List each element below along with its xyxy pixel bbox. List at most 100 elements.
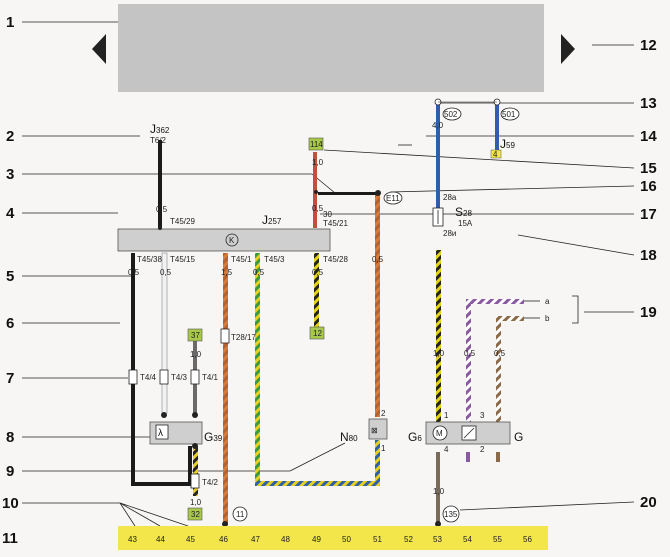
wire-e11-n80 (375, 195, 380, 417)
ref-e11 (383, 191, 403, 205)
svg-text:15A: 15A (458, 219, 473, 228)
svg-text:T4/4: T4/4 (140, 373, 157, 382)
svg-text:56: 56 (523, 535, 532, 544)
svg-text:49: 49 (312, 535, 321, 544)
wire-a-down (466, 299, 471, 424)
control-unit-icon (225, 233, 239, 247)
callout-18: 18 (640, 247, 657, 264)
svg-text:54: 54 (463, 535, 472, 544)
callout-12: 12 (640, 37, 657, 54)
svg-text:47: 47 (251, 535, 260, 544)
svg-text:501: 501 (502, 110, 516, 119)
svg-text:T28/17: T28/17 (231, 333, 256, 342)
lambda-icon (155, 424, 169, 440)
svg-text:T45/1: T45/1 (231, 255, 252, 264)
svg-text:T45/21: T45/21 (323, 219, 348, 228)
wire-g6-ground (436, 452, 440, 527)
svg-text:0,5: 0,5 (312, 204, 324, 213)
callout-14: 14 (640, 128, 657, 145)
connector-blocks (128, 328, 230, 489)
svg-text:1,0: 1,0 (190, 498, 202, 507)
label-n80: N80 (340, 430, 358, 444)
wire-t45-28 (314, 253, 319, 327)
wire-n80-return (255, 481, 380, 486)
wire-e11-link (318, 192, 378, 195)
svg-text:0,5: 0,5 (464, 349, 476, 358)
wire-g-a (466, 452, 470, 462)
svg-text:2: 2 (480, 445, 485, 454)
svg-text:28и: 28и (443, 229, 456, 238)
svg-text:T45/29: T45/29 (170, 217, 195, 226)
svg-text:50: 50 (342, 535, 351, 544)
callout-7: 7 (6, 370, 14, 387)
right-arrow-icon (561, 34, 575, 64)
callout-5: 5 (6, 268, 14, 285)
svg-text:45: 45 (186, 535, 195, 544)
callout-10: 10 (2, 495, 19, 512)
svg-text:T4/1: T4/1 (202, 373, 219, 382)
ref-32 (187, 507, 203, 521)
callout-11: 11 (2, 530, 18, 547)
wire-g39-ground (131, 482, 193, 486)
wire-t45-3 (255, 253, 260, 485)
label-g: G (514, 430, 523, 444)
svg-text:E11: E11 (386, 194, 400, 203)
ref-502 (442, 107, 462, 121)
svg-text:b: b (545, 314, 550, 323)
ref-135 (442, 505, 460, 523)
svg-text:114: 114 (310, 140, 323, 149)
ref-37 (187, 328, 203, 342)
ref-501 (500, 107, 520, 121)
svg-text:T4/2: T4/2 (202, 478, 219, 487)
bus-numbers: 43 44 45 46 47 48 49 50 51 52 53 54 55 5… (128, 535, 532, 544)
svg-text:0,5: 0,5 (128, 268, 140, 277)
callout-1: 1 (6, 14, 14, 31)
fuse-relay-panel (118, 4, 544, 92)
callout-16: 16 (640, 178, 657, 195)
callout-numbers: 1 2 3 4 5 6 7 8 9 10 11 12 13 14 15 16 1… (2, 14, 657, 547)
svg-text:T45/3: T45/3 (264, 255, 285, 264)
svg-text:1,5: 1,5 (221, 268, 233, 277)
wire-n80-pin1 (375, 440, 380, 484)
svg-text:32: 32 (191, 510, 200, 519)
callout-2: 2 (6, 128, 14, 145)
svg-text:4,0: 4,0 (432, 121, 444, 130)
svg-text:⊠: ⊠ (371, 426, 378, 435)
svg-text:30: 30 (323, 210, 332, 219)
callout-6: 6 (6, 315, 14, 332)
callout-20: 20 (640, 494, 657, 511)
wire-501 (495, 102, 499, 150)
svg-text:λ: λ (158, 428, 163, 439)
label-j257: J257 (262, 213, 282, 227)
svg-text:2: 2 (381, 409, 386, 418)
svg-text:51: 51 (373, 535, 382, 544)
ref-114 (308, 137, 324, 151)
svg-text:0,5: 0,5 (494, 349, 506, 358)
wire-t45-1 (223, 253, 228, 525)
wire-j362 (158, 140, 162, 228)
svg-text:502: 502 (444, 110, 458, 119)
ref-11 (232, 506, 248, 522)
wire-114 (313, 152, 317, 228)
svg-text:53: 53 (433, 535, 442, 544)
svg-text:11: 11 (236, 510, 245, 519)
label-j362: J362 (150, 122, 170, 136)
callout-lines (22, 21, 635, 527)
svg-text:0,5: 0,5 (372, 255, 384, 264)
svg-text:T45/38: T45/38 (137, 255, 162, 264)
svg-text:37: 37 (191, 331, 200, 340)
label-s28: S28 (455, 205, 472, 219)
svg-text:T4/3: T4/3 (171, 373, 188, 382)
svg-text:M: M (436, 429, 443, 438)
svg-text:52: 52 (404, 535, 413, 544)
svg-text:0,5: 0,5 (253, 268, 265, 277)
svg-text:12: 12 (313, 329, 322, 338)
svg-text:T45/15: T45/15 (170, 255, 195, 264)
callout-9: 9 (6, 463, 14, 480)
svg-text:135: 135 (444, 510, 458, 519)
wire-branch-b (496, 316, 524, 321)
callout-15: 15 (640, 160, 657, 177)
wire-b-down (496, 316, 501, 424)
